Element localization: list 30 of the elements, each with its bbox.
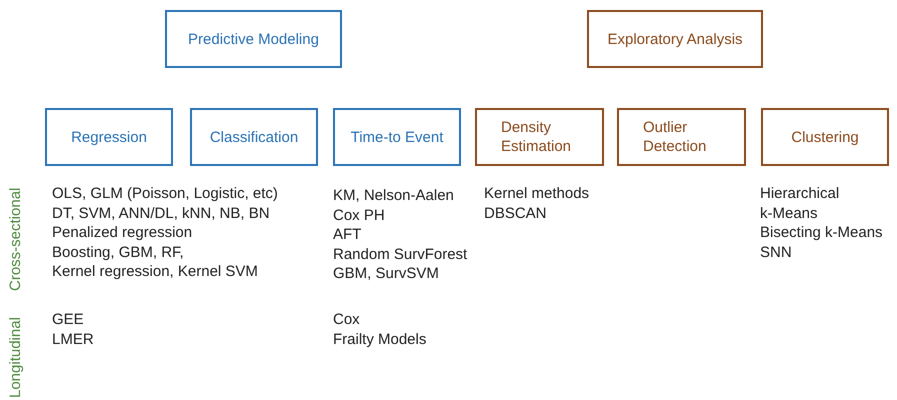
category-box: Density Estimation	[475, 108, 604, 166]
method-name: KM, Nelson-Aalen	[333, 187, 454, 205]
category-box: Exploratory Analysis	[587, 10, 763, 68]
method-name: Frailty Models	[333, 330, 426, 348]
method-name: GEE	[52, 311, 84, 329]
category-box: Time-to Event	[333, 108, 461, 166]
method-name: Kernel methods	[484, 185, 590, 203]
method-name: Cox	[333, 311, 360, 329]
category-box: Outlier Detection	[617, 108, 746, 166]
category-box: Regression	[45, 108, 173, 166]
method-name: Hierarchical	[760, 185, 840, 203]
category-box: Clustering	[761, 108, 889, 166]
method-name: k-Means	[760, 204, 818, 222]
row-heading: Longitudinal	[7, 317, 24, 398]
method-name: DBSCAN	[484, 204, 547, 222]
category-box: Predictive Modeling	[165, 10, 342, 68]
method-name: AFT	[333, 226, 362, 244]
method-name: Cox PH	[333, 206, 385, 224]
method-name: Boosting, GBM, RF,	[52, 244, 184, 262]
method-name: OLS, GLM (Poisson, Logistic, etc)	[52, 185, 278, 203]
method-name: DT, SVM, ANN/DL, kNN, NB, BN	[52, 204, 270, 222]
category-box: Classification	[190, 108, 318, 166]
method-name: Bisecting k-Means	[760, 224, 883, 242]
method-name: Penalized regression	[52, 224, 192, 242]
method-name: SNN	[760, 244, 792, 262]
method-name: LMER	[52, 330, 94, 348]
method-name: GBM, SurvSVM	[333, 265, 439, 283]
method-name: Random SurvForest	[333, 246, 468, 264]
row-heading: Cross-sectional	[7, 188, 24, 291]
method-name: Kernel regression, Kernel SVM	[52, 263, 258, 281]
